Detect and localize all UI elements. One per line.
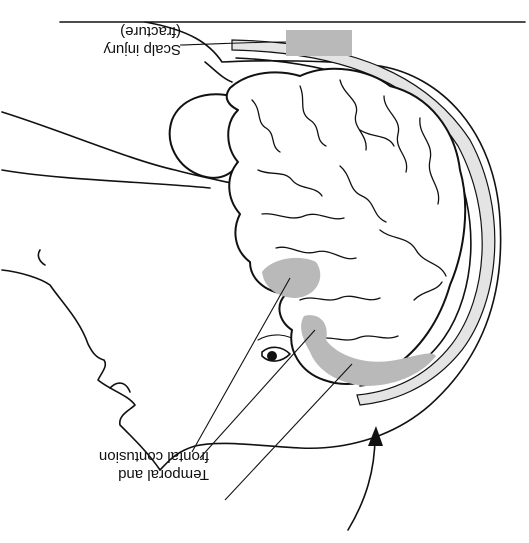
- scalp-label-line2: (fracture): [120, 23, 181, 40]
- label-group: Scalp injury (fracture) Temporal and fro…: [99, 23, 209, 483]
- impact-arrow-head: [368, 426, 383, 446]
- impact-arrow-shaft: [348, 436, 375, 530]
- face-profile: [2, 270, 160, 470]
- scalp-label-line1: Scalp injury: [103, 41, 181, 58]
- contusion-label-line1: Temporal and: [118, 466, 209, 483]
- contusion-leader-2: [200, 330, 315, 458]
- neck-line-lower: [2, 170, 210, 188]
- frontal-leader: [225, 364, 352, 500]
- scalp-fold: [205, 62, 232, 82]
- nose: [110, 383, 130, 392]
- scalp-injury-patch: [286, 30, 352, 56]
- contusion-label-line2: frontal contusion: [99, 448, 209, 465]
- ear: [38, 250, 45, 265]
- brain: [227, 69, 465, 384]
- eye-pupil: [267, 351, 277, 361]
- contusion-leader-1: [192, 278, 290, 452]
